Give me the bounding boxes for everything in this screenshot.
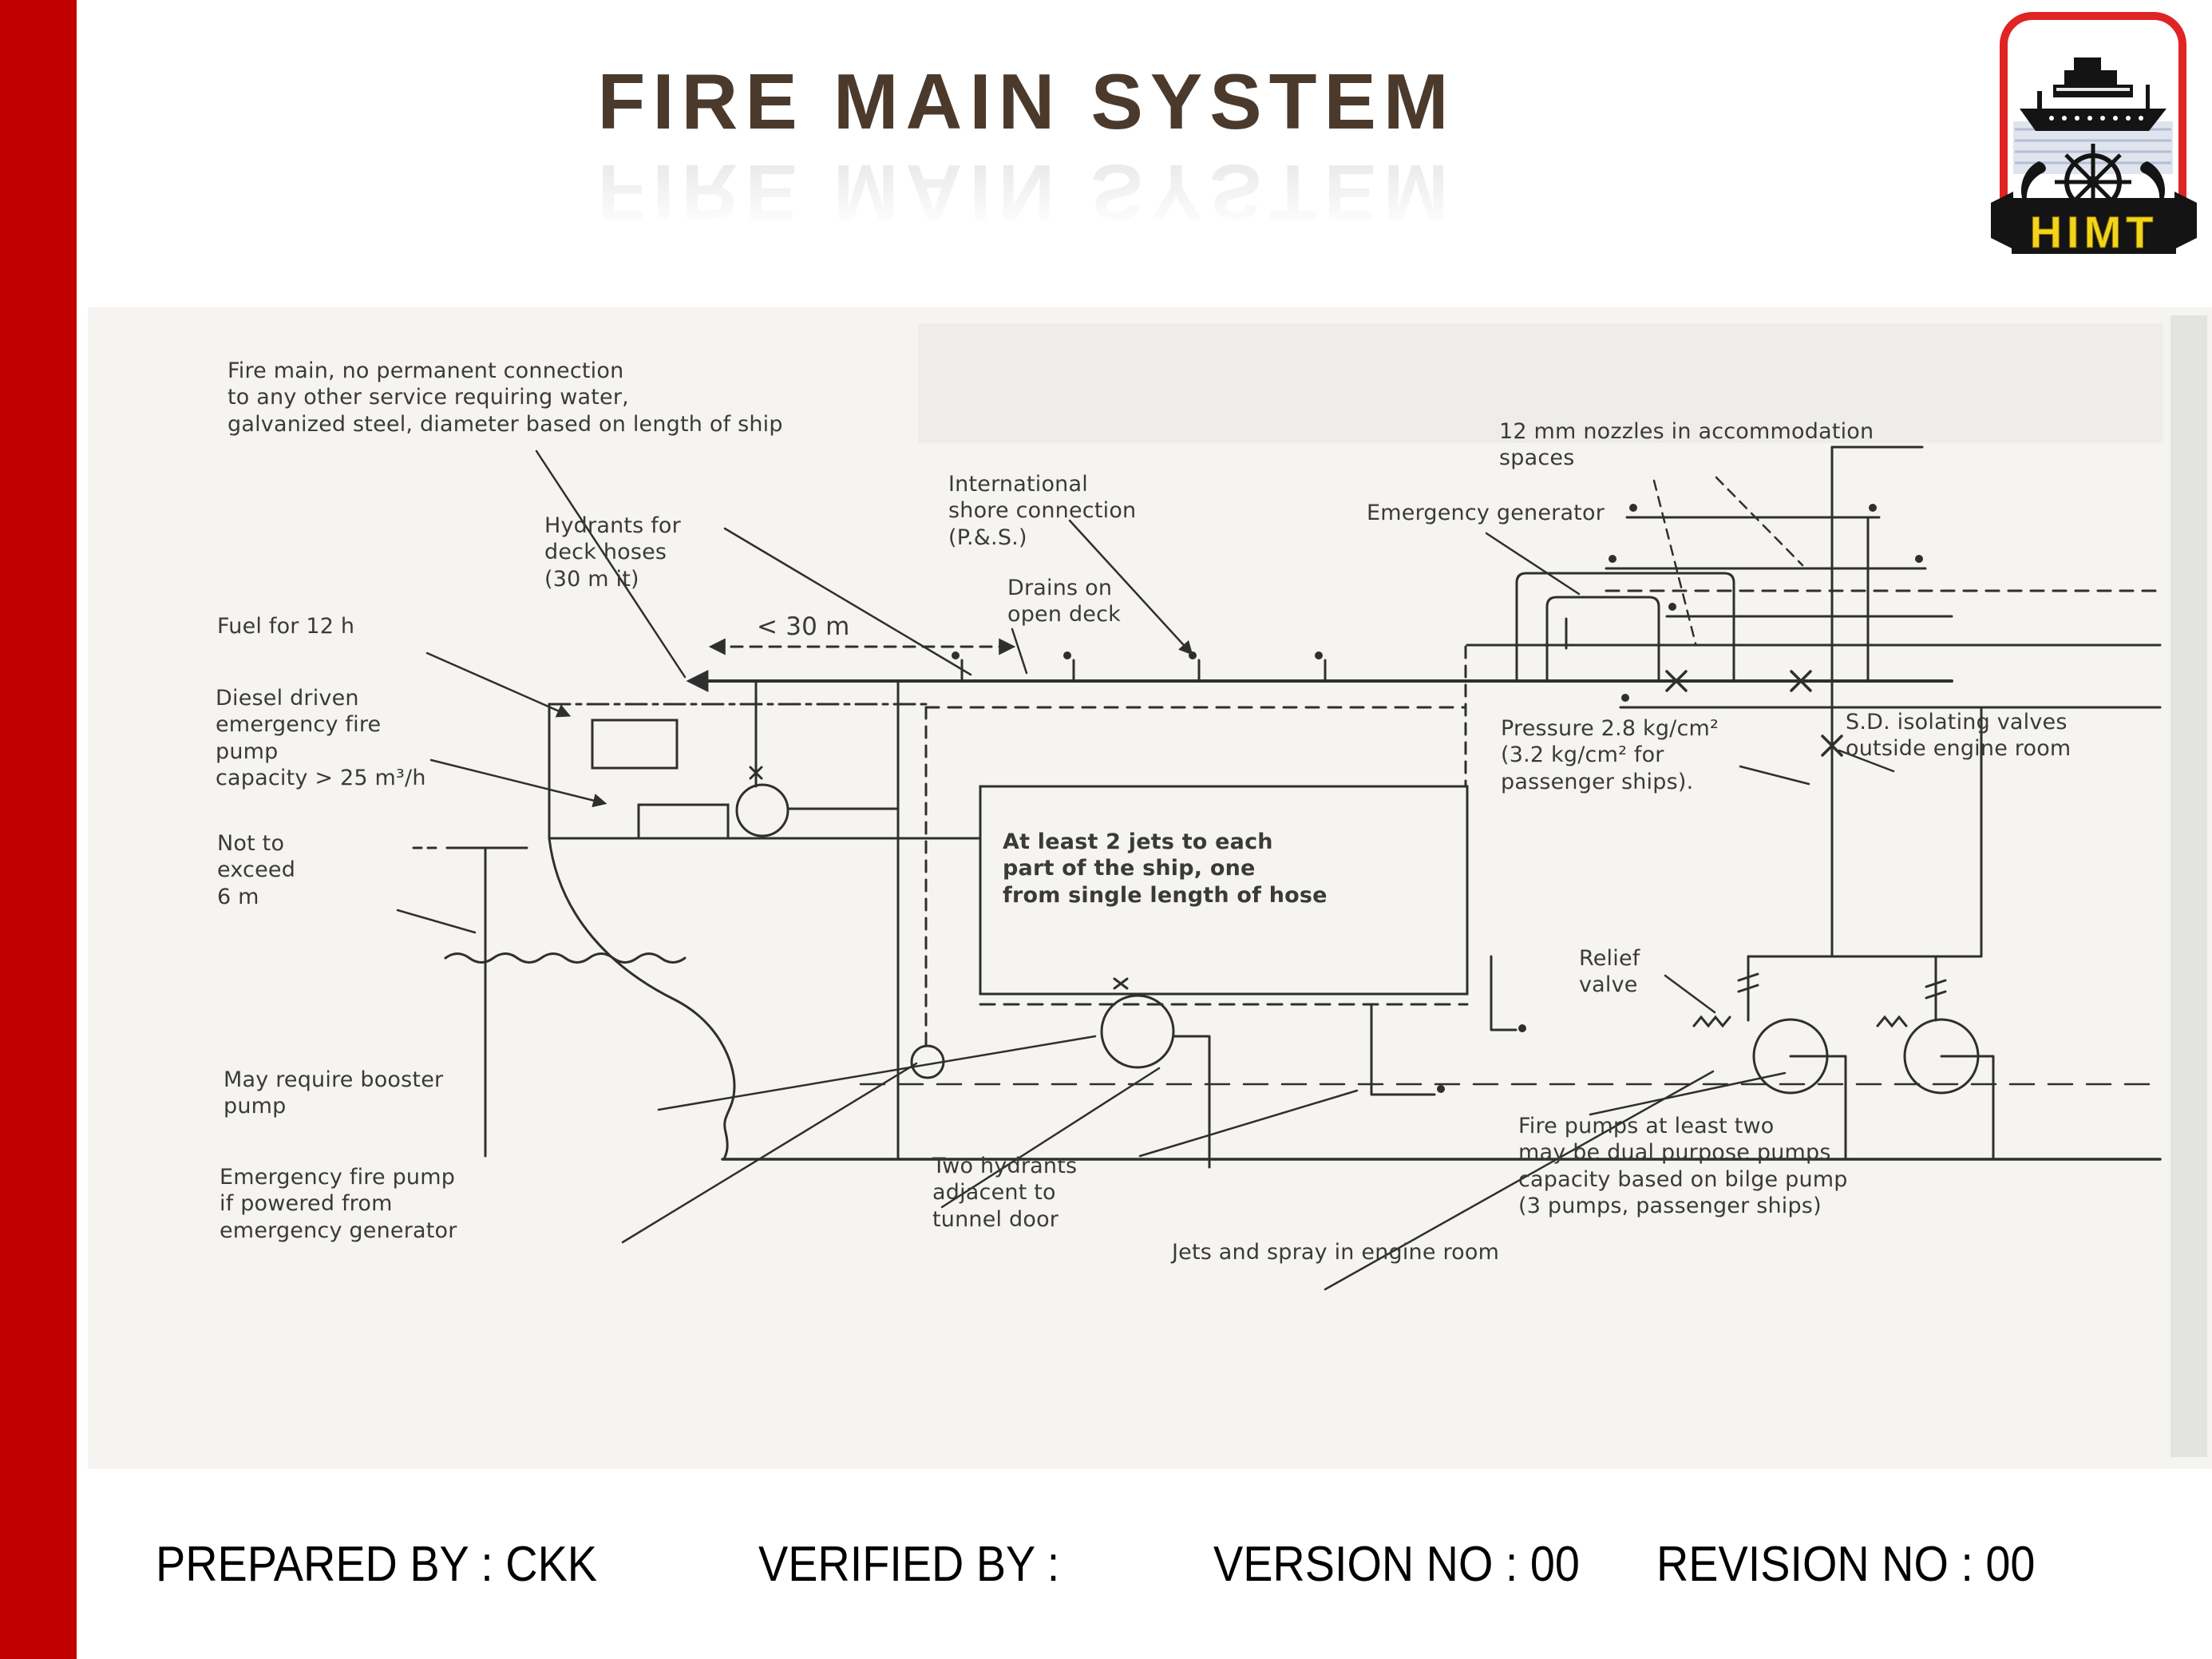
accent-bar — [0, 0, 77, 1659]
waterline-waves — [444, 952, 687, 964]
label-drains-open-deck: Drains on open deck — [1007, 576, 1121, 628]
bow-structure — [412, 679, 982, 1161]
himt-crest-icon — [1991, 12, 2197, 254]
label-emergency-fire-pump: Emergency fire pump if powered from emer… — [220, 1165, 457, 1243]
emergency-generator-structure — [1515, 572, 1735, 683]
fire-pumps-structure — [1490, 955, 1995, 1161]
bow-curve — [548, 837, 736, 1161]
relief-valve-spring-icon — [1876, 1015, 1908, 1028]
footer: PREPARED BY : CKK VERIFIED BY : VERSION … — [0, 1530, 2212, 1602]
label-jets-spray-engine-room: Jets and spray in engine room — [1172, 1240, 1500, 1265]
fire-main-system-diagram — [396, 445, 2162, 1291]
scan-ghost-artifact — [2170, 315, 2207, 1457]
slide-title: FIRE MAIN SYSTEM — [597, 57, 1456, 145]
label-relief-valve: Relief valve — [1579, 946, 1640, 998]
label-booster-pump: May require booster pump — [224, 1067, 444, 1119]
emergency-fire-pump-icon — [735, 783, 789, 837]
label-diesel-emergency-pump: Diesel driven emergency fire pump capaci… — [216, 686, 426, 791]
fuel-tank-box — [591, 719, 679, 770]
scan-ghost-artifact — [918, 323, 2163, 443]
label-international-shore-connection: International shore connection (P.&.S.) — [948, 472, 1137, 550]
label-two-hydrants-tunnel: Two hydrants adjacent to tunnel door — [932, 1154, 1078, 1232]
deck-hydrant-icons — [952, 651, 1327, 683]
emergency-pump-box — [637, 803, 730, 840]
label-fire-main-note: Fire main, no permanent connection to an… — [228, 358, 783, 437]
label-pressure: Pressure 2.8 kg/cm² (3.2 kg/cm² for pass… — [1501, 716, 1719, 794]
himt-logo: HIMT — [1989, 8, 2198, 262]
label-hydrants-deck-hoses: Hydrants for deck hoses (30 m it) — [544, 513, 681, 592]
label-nozzles-accommodation: 12 mm nozzles in accommodation spaces — [1499, 419, 1874, 471]
accommodation-pipes — [1605, 445, 2162, 958]
leader-lines — [396, 449, 1895, 1291]
label-emergency-generator: Emergency generator — [1367, 501, 1605, 525]
footer-revision-no: REVISION NO : 00 — [1656, 1537, 2036, 1592]
label-fuel-12h: Fuel for 12 h — [217, 614, 355, 639]
title-reflection-fade — [77, 153, 1977, 249]
label-fire-pumps: Fire pumps at least two may be dual purp… — [1518, 1114, 1848, 1219]
diagram-paper: Fire main, no permanent connection to an… — [88, 307, 2212, 1469]
footer-prepared-by: PREPARED BY : CKK — [156, 1537, 598, 1592]
centre-structure — [896, 645, 1469, 1169]
sd-isolating-valve-icon — [1821, 734, 1843, 757]
ship-icon — [2020, 57, 2166, 131]
title-area: FIRE MAIN SYSTEM FIRE MAIN SYSTEM — [77, 0, 1977, 263]
deck-lines — [686, 638, 2162, 709]
bottom-lines — [721, 1083, 2162, 1161]
label-deck-spacing-dimension: < 30 m — [757, 612, 850, 641]
relief-valve-spring-icon — [1692, 1015, 1731, 1028]
footer-version-no: VERSION NO : 00 — [1213, 1537, 1580, 1592]
valve-icons — [1665, 670, 1843, 757]
booster-pump-icon — [1100, 994, 1175, 1069]
footer-verified-by: VERIFIED BY : — [758, 1537, 1060, 1592]
label-two-jets: At least 2 jets to each part of the ship… — [1003, 830, 1328, 908]
label-not-to-exceed: Not to exceed 6 m — [217, 831, 296, 909]
banner-ribbon-icon — [1991, 192, 2197, 254]
label-sd-isolating-valves: S.D. isolating valves outside engine roo… — [1846, 710, 2072, 762]
himt-logo-text: HIMT — [2029, 207, 2159, 258]
